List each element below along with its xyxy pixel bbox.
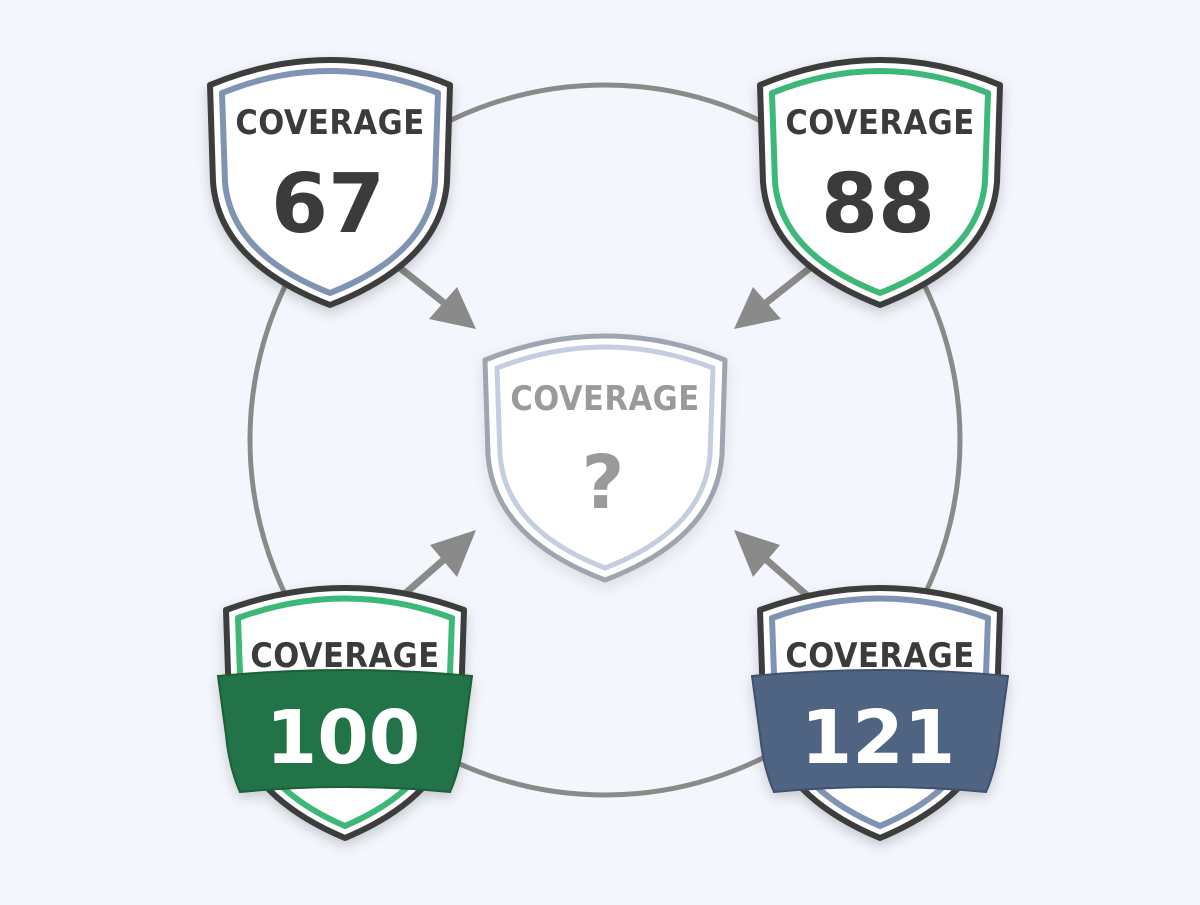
badge-top-right: COVERAGE 88 [757, 57, 1003, 308]
badge-bottom-right-band [750, 669, 1010, 794]
badge-bottom-left-band [216, 669, 474, 794]
badge-top-left-value: 67 [271, 157, 385, 252]
arrow-bottom-right [734, 530, 814, 602]
badge-top-left-label: COVERAGE [235, 103, 424, 143]
badge-top-left: COVERAGE 67 [207, 57, 453, 308]
badge-bottom-left-value: 100 [266, 695, 420, 781]
connecting-ring [247, 82, 963, 798]
center-badge: COVERAGE ? [482, 333, 728, 583]
badge-bottom-right: COVERAGE 121 [750, 585, 1010, 841]
center-badge-label: COVERAGE [510, 379, 699, 419]
badge-top-right-label: COVERAGE [785, 103, 974, 143]
badge-top-left-shield [207, 57, 453, 308]
badge-bottom-left: COVERAGE 100 [216, 585, 474, 841]
arrow-top-right [734, 264, 814, 329]
badge-top-right-shield [757, 57, 1003, 308]
badge-bottom-right-value: 121 [801, 695, 955, 781]
center-badge-shield [482, 333, 728, 583]
arrow-top-left [396, 264, 476, 329]
badge-top-right-value: 88 [821, 157, 935, 252]
center-badge-value: ? [582, 440, 625, 526]
arrow-bottom-left [396, 530, 476, 602]
